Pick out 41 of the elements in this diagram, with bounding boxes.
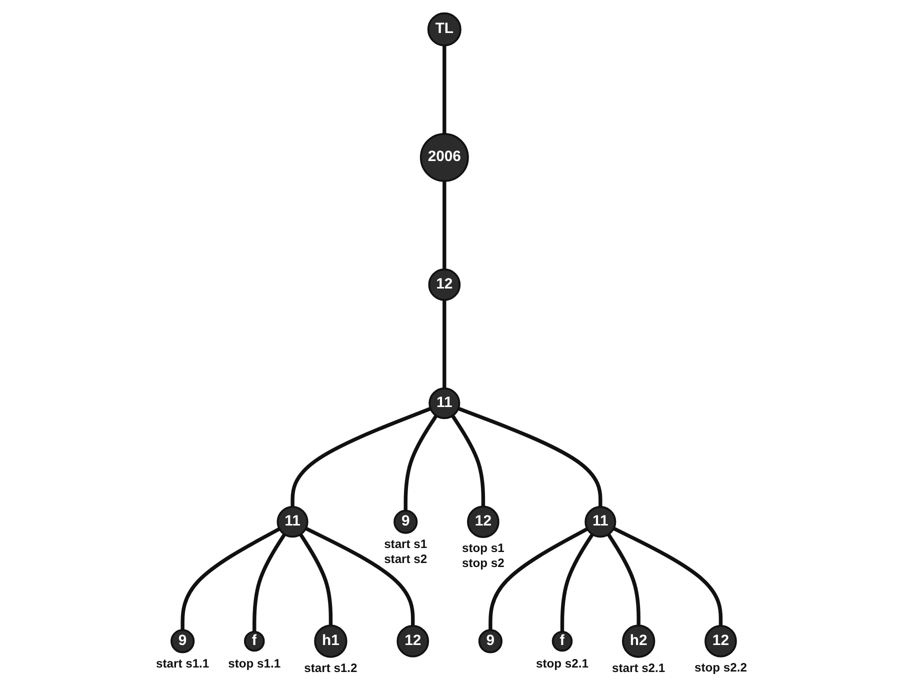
node-caption: stop s2.2 bbox=[694, 660, 747, 674]
node-circle: h1 bbox=[314, 624, 348, 658]
connector bbox=[404, 414, 438, 511]
connector bbox=[458, 406, 602, 507]
node-caption: start s1.2 bbox=[304, 660, 358, 675]
connector bbox=[305, 526, 415, 626]
connector bbox=[442, 181, 446, 270]
connector bbox=[451, 414, 486, 507]
node-caption: stop s2 bbox=[462, 556, 504, 570]
connector bbox=[252, 533, 286, 632]
connector bbox=[606, 533, 640, 626]
node-circle: f bbox=[244, 630, 265, 652]
node-caption: start s2.1 bbox=[612, 660, 666, 675]
node-circle: 9 bbox=[478, 629, 502, 654]
connector bbox=[442, 300, 446, 388]
node-caption: start s1.1 bbox=[156, 656, 210, 670]
node-circle: f bbox=[552, 630, 573, 652]
node-circle: 9 bbox=[170, 629, 195, 654]
node-circle: TL bbox=[427, 12, 462, 46]
node-circle: 11 bbox=[276, 506, 308, 538]
connector bbox=[442, 45, 446, 134]
connector bbox=[612, 526, 723, 626]
node-circle: 11 bbox=[428, 388, 460, 420]
node-circle: 11 bbox=[584, 506, 616, 538]
connector bbox=[180, 527, 280, 630]
node-circle: 12 bbox=[704, 625, 737, 658]
connector bbox=[299, 533, 333, 626]
node-caption: stop s1.1 bbox=[228, 656, 281, 670]
connector bbox=[290, 406, 432, 507]
node-circle: 12 bbox=[428, 268, 461, 301]
node-caption: start s1 bbox=[384, 536, 428, 551]
node-caption: stop s2.1 bbox=[536, 656, 588, 670]
node-circle: 9 bbox=[394, 510, 418, 534]
node-circle: 2006 bbox=[420, 132, 469, 182]
connector bbox=[560, 533, 594, 632]
connector bbox=[488, 527, 588, 630]
node-circle: h2 bbox=[622, 624, 656, 658]
node-circle: 12 bbox=[396, 625, 430, 658]
node-caption: stop s1 bbox=[462, 541, 504, 555]
node-circle: 12 bbox=[467, 506, 500, 538]
node-caption: start s2 bbox=[384, 552, 428, 566]
